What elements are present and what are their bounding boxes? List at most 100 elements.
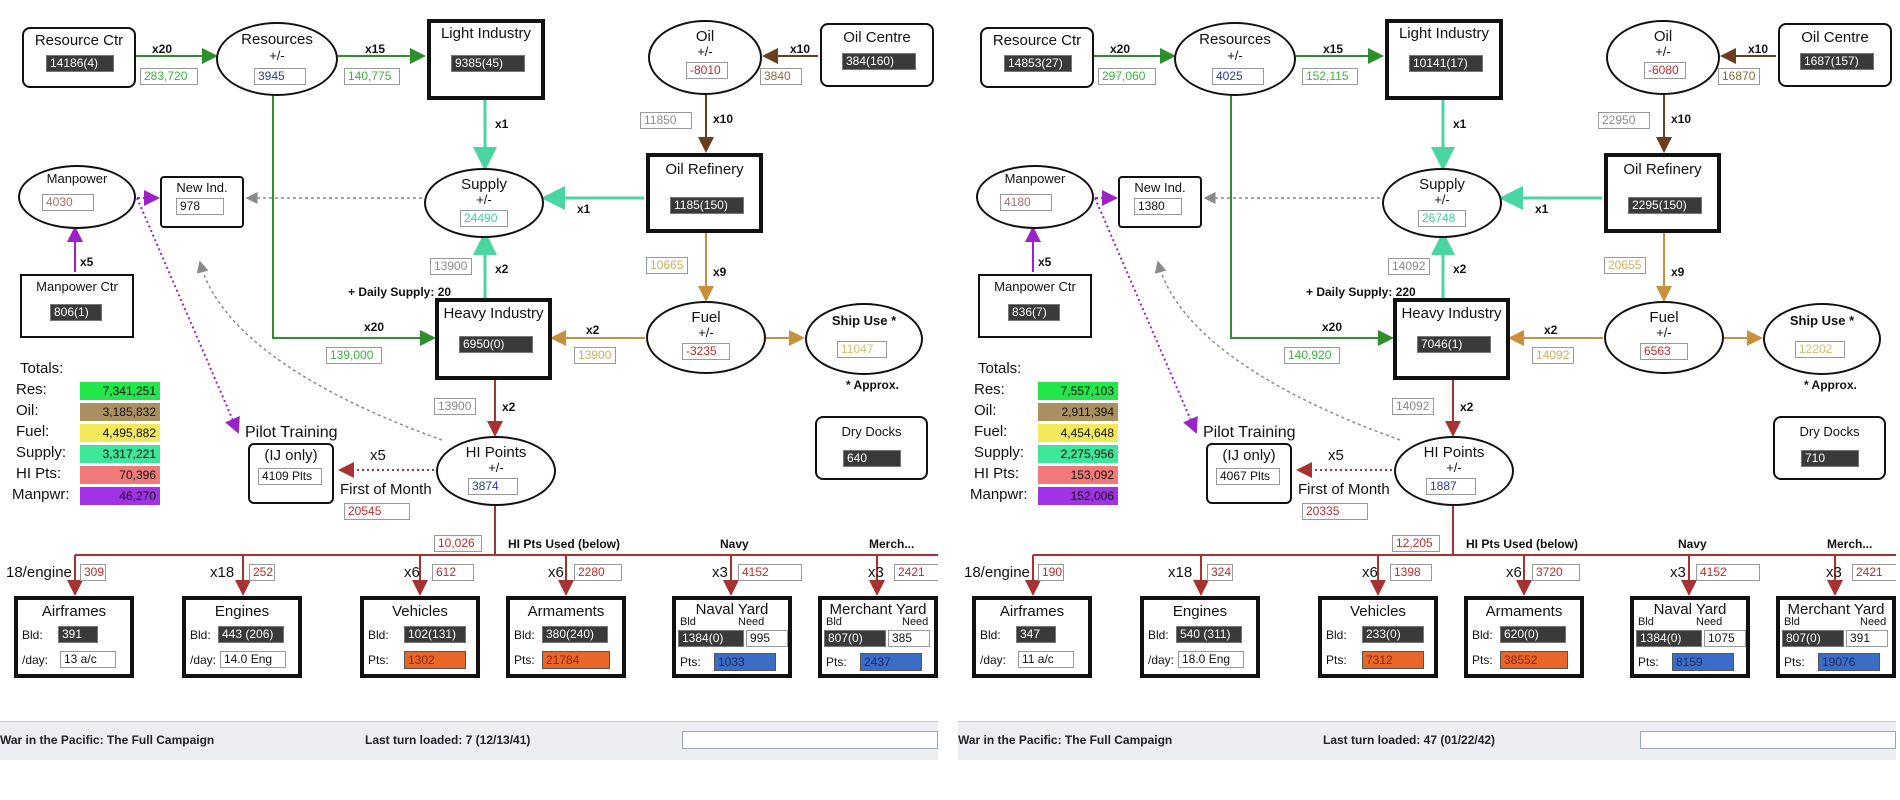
status-bar: War in the Pacific: The Full Campaign La… [958,721,1896,760]
fuel-node[interactable]: Fuel +/- -3235 [646,301,766,374]
merchant-yard-bld: 807(0) [824,630,886,647]
vehicles-bld: 233(0) [1362,626,1424,643]
fuel-hi-value: 14092 [1532,347,1574,364]
resources-node[interactable]: Resources +/- 4025 [1174,22,1296,96]
oil-centre-node[interactable]: Oil Centre 384(160) [820,23,934,87]
ship-use-value: 11047 [837,341,887,358]
vehicles-node[interactable]: Vehicles Bld: 102(131) Pts: 1302 [360,596,480,678]
dry-docks-node[interactable]: Dry Docks 710 [1773,416,1886,480]
resources-node[interactable]: Resources +/- 3945 [216,22,338,96]
total-hi: 70,396 [80,466,160,484]
resource-income: 297,060 [1098,68,1156,85]
airframes-need: 190 [1038,564,1064,581]
pilot-training-node[interactable]: (IJ only) 4109 Plts [248,443,334,504]
supply-node[interactable]: Supply +/- 24490 [424,168,544,238]
oil-refinery-value: 2295(150) [1628,197,1702,214]
oil-centre-node[interactable]: Oil Centre 1687(157) [1778,23,1892,87]
manpower-value: 4180 [1000,194,1052,211]
oil-node[interactable]: Oil +/- -8010 [648,20,762,95]
turn-panel-right: Resource Ctr 14853(27) x20 297,060 Resou… [958,0,1900,800]
armaments-node[interactable]: Armaments Bld: 380(240) Pts: 21784 [506,596,626,678]
oil-node[interactable]: Oil +/- -6080 [1606,20,1720,95]
total-manpwr: 152,006 [1038,487,1118,505]
airframes-bld: 347 [1016,626,1056,643]
merchant-yard-node[interactable]: Merchant Yard Bld Need 807(0) 391 Pts: 1… [1776,596,1896,678]
manpower-ctr-node[interactable]: Manpower Ctr 836(7) [978,274,1092,338]
naval-yard-pts: 1033 [714,653,776,671]
naval-yard-bld: 1384(0) [1636,630,1702,647]
turn-panel-left: Resource Ctr 14186(4) x20 283,720 Resour… [0,0,940,800]
total-oil: 3,185,832 [80,403,160,421]
total-manpwr: 46,270 [80,487,160,505]
heavy-industry-node[interactable]: Heavy Industry 7046(1) [1393,298,1510,380]
naval-yard-node[interactable]: Naval Yard Bld Need 1384(0) 1075 Pts: 81… [1630,596,1750,678]
new-ind-value: 978 [176,198,224,215]
refinery-oil-input: 22950 [1598,112,1650,129]
airframes-node[interactable]: Airframes Bld: 347 /day: 11 a/c [972,596,1092,678]
manpower-node[interactable]: Manpower 4180 [976,165,1094,229]
fuel-hi-value: 13900 [574,347,616,364]
light-industry-income: 152,115 [1302,68,1358,85]
armaments-need: 3720 [1532,564,1580,581]
pilot-training-node[interactable]: (IJ only) 4067 Plts [1206,443,1292,504]
resource-ctr-value: 14186(4) [46,55,114,72]
refinery-oil-input: 11850 [640,112,692,129]
light-industry-node[interactable]: Light Industry 10141(17) [1385,19,1503,100]
oil-refinery-node[interactable]: Oil Refinery 2295(150) [1604,153,1721,233]
total-supply: 3,317,221 [80,445,160,463]
new-ind-value: 1380 [1134,198,1182,215]
supply-hi-value: 14092 [1388,258,1430,275]
flow-arrows [67,48,938,596]
airframes-node[interactable]: Airframes Bld: 391 /day: 13 a/c [14,596,134,678]
light-industry-value: 9385(45) [451,55,525,72]
armaments-need: 2280 [574,564,622,581]
supply-node[interactable]: Supply +/- 26748 [1382,168,1502,238]
light-industry-node[interactable]: Light Industry 9385(45) [427,19,545,100]
engines-bld: 540 (311) [1176,626,1242,643]
flow-canvas: Resource Ctr 14853(27) x20 297,060 Resou… [958,0,1896,700]
heavy-industry-node[interactable]: Heavy Industry 6950(0) [435,298,552,380]
fuel-net: 6563 [1640,343,1688,360]
flow-arrows [1025,48,1896,596]
resource-ctr-node[interactable]: Resource Ctr 14853(27) [980,27,1094,88]
engines-per-day: 14.0 Eng [220,651,286,668]
engines-node[interactable]: Engines Bld: 540 (311) /day: 18.0 Eng [1140,596,1260,678]
hi-used-value: 10,026 [434,535,482,552]
manpower-node[interactable]: Manpower 4030 [18,165,136,229]
new-ind-node[interactable]: New Ind. 1380 [1118,176,1202,228]
vehicles-node[interactable]: Vehicles Bld: 233(0) Pts: 7312 [1318,596,1438,678]
ship-use-node[interactable]: Ship Use * 12202 [1763,303,1881,375]
supply-net: 24490 [460,210,508,227]
merchant-yard-pts: 19076 [1818,653,1880,671]
heavy-industry-value: 7046(1) [1417,336,1491,353]
supply-hi-value: 13900 [430,258,472,275]
engines-bld: 443 (206) [218,626,284,643]
engines-need: 252 [249,564,275,581]
manpower-ctr-value: 836(7) [1008,304,1060,321]
merchant-yard-node[interactable]: Merchant Yard Bld Need 807(0) 385 Pts: 2… [818,596,938,678]
naval-yard-bld: 1384(0) [678,630,744,647]
naval-need-top: 4152 [1696,564,1760,581]
resource-ctr-node[interactable]: Resource Ctr 14186(4) [22,27,136,88]
naval-yard-node[interactable]: Naval Yard Bld Need 1384(0) 995 Pts: 103… [672,596,792,678]
hi-points-node[interactable]: HI Points +/- 3874 [436,436,556,506]
hi-points-node[interactable]: HI Points +/- 1887 [1394,436,1514,506]
light-industry-income: 140,775 [344,68,400,85]
fuel-node[interactable]: Fuel +/- 6563 [1604,301,1724,374]
oil-income: 3840 [760,68,802,85]
dry-docks-node[interactable]: Dry Docks 640 [815,416,928,480]
hi-points-input: 13900 [434,398,476,415]
resource-ctr-value: 14853(27) [1004,55,1072,72]
status-progress-box [682,731,938,749]
engines-node[interactable]: Engines Bld: 443 (206) /day: 14.0 Eng [182,596,302,678]
armaments-node[interactable]: Armaments Bld: 620(0) Pts: 38552 [1464,596,1584,678]
hi-used-value: 12,205 [1392,535,1440,552]
first-of-month-value: 20545 [344,503,410,520]
oil-refinery-node[interactable]: Oil Refinery 1185(150) [646,153,763,233]
new-ind-node[interactable]: New Ind. 978 [160,176,244,228]
manpower-ctr-value: 806(1) [50,304,102,321]
merchant-yard-bld: 807(0) [1782,630,1844,647]
manpower-ctr-node[interactable]: Manpower Ctr 806(1) [20,274,134,338]
ship-use-node[interactable]: Ship Use * 11047 [805,303,923,375]
armaments-bld: 620(0) [1500,626,1566,643]
